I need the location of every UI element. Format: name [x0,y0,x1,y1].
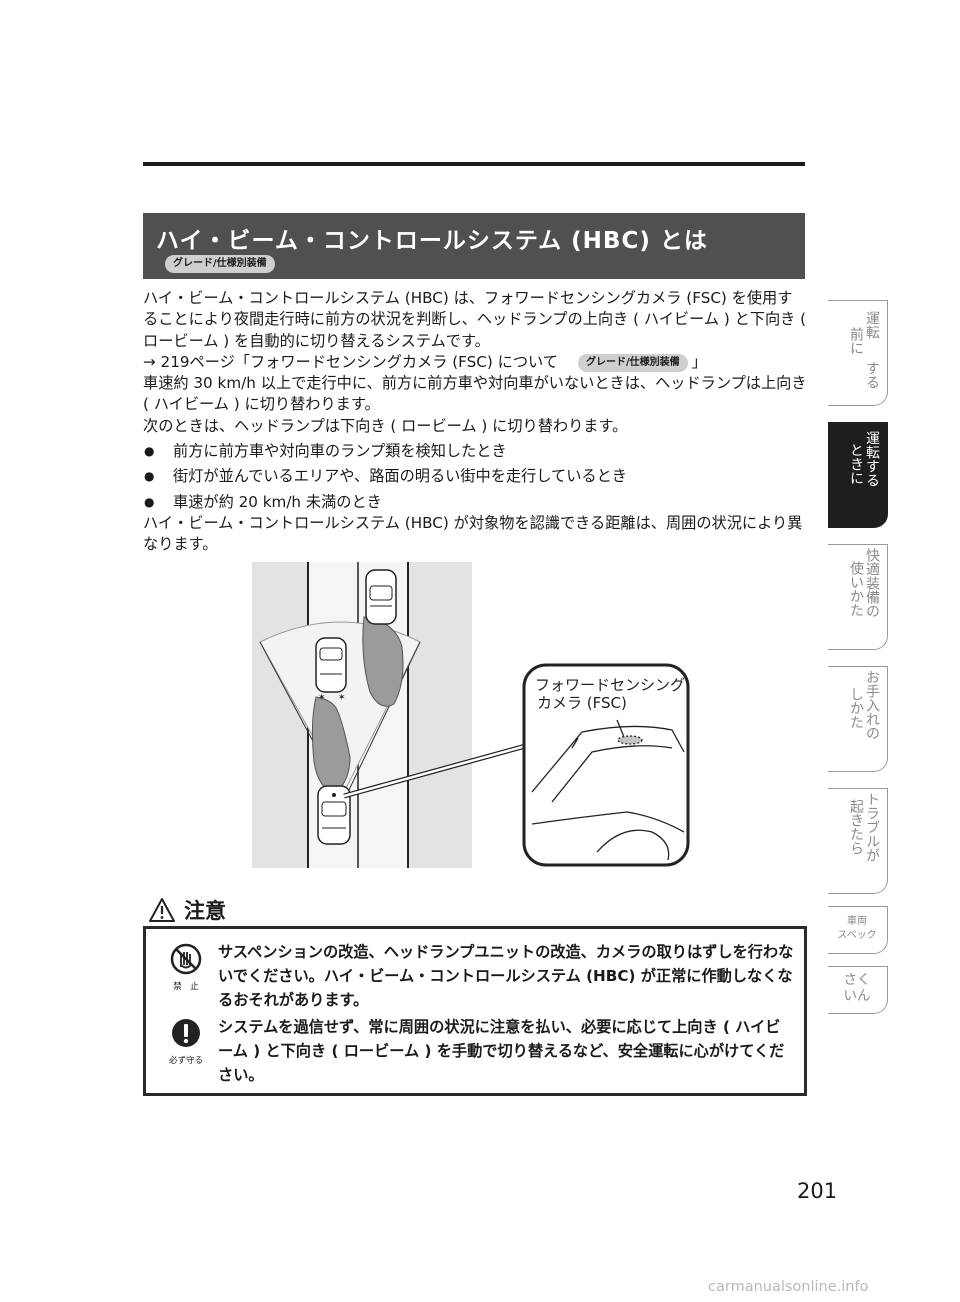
warning-triangle-icon [149,898,175,922]
tab-label: ときに [848,443,864,485]
list-item: 前方に前方車や対向車のランプ類を検知したとき [143,441,807,463]
svg-text:✶: ✶ [338,693,346,703]
section-header: ハイ・ビーム・コントロールシステム (HBC) とは グレード/仕様別装備 [143,213,805,279]
caution-text-1: サスペンションの改造、ヘッドランプユニットの改造、カメラの取りはずしを行わないで… [218,943,794,1009]
callout-leader-inner [343,740,541,798]
grade-badge: グレード/仕様別装備 [165,255,275,273]
reference-line: → 219ページ「フォワードセンシングカメラ (FSC) についてグレード/仕様… [143,352,807,373]
condition-list: 前方に前方車や対向車のランプ類を検知したとき 街灯が並んでいるエリアや、路面の明… [143,441,807,513]
svg-text:✶: ✶ [318,693,326,703]
reference-link[interactable]: → 219ページ「フォワードセンシングカメラ (FSC) について [143,352,558,371]
list-item: 街灯が並んでいるエリアや、路面の明るい街中を走行しているとき [143,466,807,488]
tab-label: 起きたら [848,799,864,855]
callout-frame [522,663,690,867]
reference-grade-badge: グレード/仕様別装備 [577,353,688,372]
tab-label: いん [843,988,871,1004]
callout-label-line1: フォワードセンシング [535,676,685,694]
tab-label: 快適装備の [864,548,880,618]
reference-close: 」 [691,352,707,371]
range-note-paragraph: ハイ・ビーム・コントロールシステム (HBC) が対象物を認識できる距離は、周囲… [143,513,803,554]
preceding-car-icon: ✶ ✶ [315,637,347,703]
mandatory-exclamation-icon [172,1019,200,1047]
section-title: ハイ・ビーム・コントロールシステム (HBC) とは [156,228,708,254]
body-text: ハイ・ビーム・コントロールシステム (HBC) は、フォワードセンシングカメラ … [143,288,807,556]
mandatory-icon-wrap: 必ず守る [164,1017,208,1066]
watermark: carmanualsonline.info [708,1279,869,1295]
page-number: 201 [797,1179,838,1203]
tab-label: 運転する [864,431,880,487]
condition-high-paragraph: 車速約 30 km/h 以上で走行中に、前方に前方車や対向車がいないときは、ヘッ… [143,374,807,414]
caution-box: 禁 止 サスペンションの改造、ヘッドランプユニットの改造、カメラの取りはずしを行… [143,926,807,1096]
tab-label: お手入れの [864,670,880,740]
tab-label: スペック [837,930,877,941]
caution-title: 注意 [184,899,226,923]
oncoming-car-icon [365,569,397,625]
top-rule [143,162,805,166]
prohibited-hand-icon [170,943,202,975]
tab-label: する [864,361,880,389]
prohibited-icon-wrap: 禁 止 [164,943,208,992]
callout-label-line2: カメラ (FSC) [537,694,627,712]
tab-label: 車両 [847,916,867,927]
tab-troubleshooting[interactable]: トラブルが 起きたら [828,788,888,894]
tab-specifications[interactable]: 車両 スペック [828,906,888,954]
own-car-icon [317,785,351,845]
tab-label: トラブルが [864,792,880,862]
tab-label: さく [843,972,871,988]
condition-low-paragraph: 次のときは、ヘッドランプは下向き ( ロービーム ) に切り替わります。 [143,416,628,435]
mandatory-label: 必ず守る [168,1056,203,1066]
tab-index[interactable]: さく いん [828,966,888,1014]
caution-text-2: システムを過信せず、常に周囲の状況に注意を払い、必要に応じて上向き ( ハイビー… [218,1018,785,1084]
tab-comfort-features[interactable]: 快適装備の 使いかた [828,544,888,650]
low-beam-pattern [311,696,351,795]
intro-paragraph: ハイ・ビーム・コントロールシステム (HBC) は、フォワードセンシングカメラ … [143,289,807,350]
tab-before-driving[interactable]: 運転 前に する [828,300,888,406]
prohibited-label: 禁 止 [173,982,199,992]
tab-label: 前に [848,327,864,355]
windshield-camera-illustration [531,719,685,861]
cone-edge-right [347,641,421,793]
tab-label: 使いかた [848,561,864,617]
tab-label: 運転 [864,311,880,339]
tab-while-driving[interactable]: 運転する ときに [828,422,888,528]
caution-heading: 注意 [148,895,226,925]
tab-maintenance[interactable]: お手入れの しかた [828,666,888,772]
hbc-diagram: ✶ ✶ フォワードセンシング カメラ (FSC) [252,562,690,868]
list-item: 車速が約 20 km/h 未満のとき [143,492,807,514]
tab-label: しかた [848,687,864,729]
oncoming-beam-pattern [362,616,404,707]
